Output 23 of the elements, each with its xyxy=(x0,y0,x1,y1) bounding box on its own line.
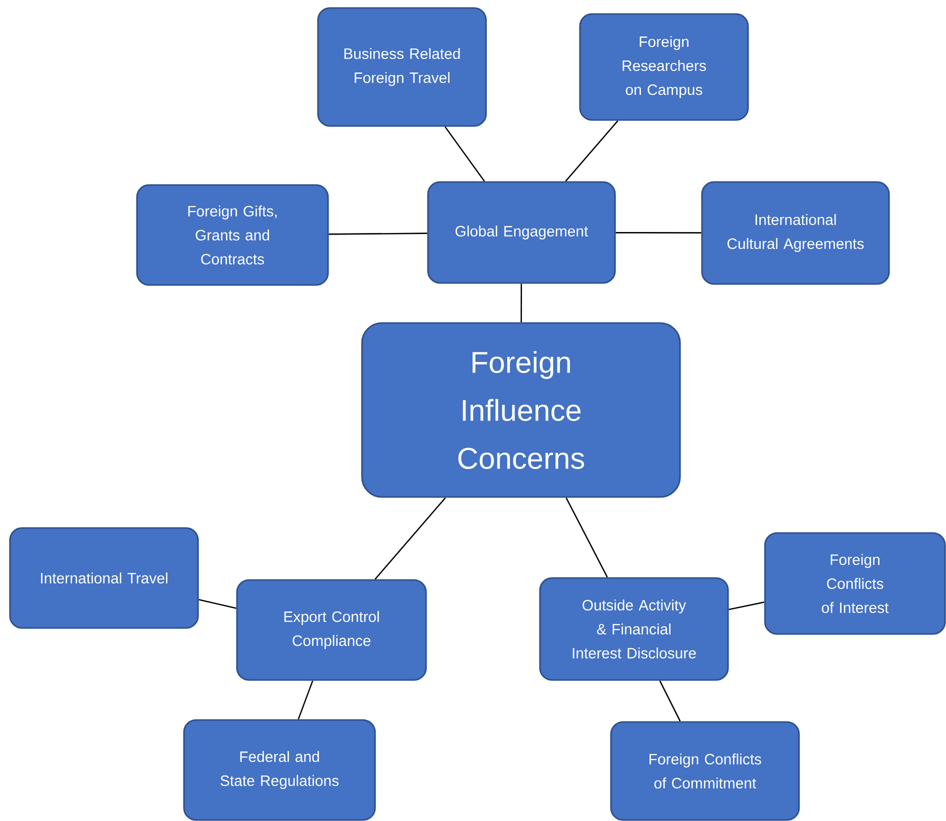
connector-line xyxy=(728,602,764,610)
topic-box: International Cultural Agreements xyxy=(701,181,890,285)
topic-box: Outside Activity & Financial Interest Disclosure xyxy=(539,577,729,681)
topic-box: Foreign Conflicts of Commitment xyxy=(610,721,800,821)
topic-box: Federal and State Regulations xyxy=(183,719,376,821)
topic-box: Foreign Researchers on Campus xyxy=(579,13,749,121)
connector-line xyxy=(616,232,702,234)
connector-line xyxy=(198,599,236,609)
connector-line xyxy=(659,680,681,722)
topic-box: International Travel xyxy=(9,527,199,629)
topic-box: Global Engagement xyxy=(427,181,616,284)
connector-line xyxy=(520,284,522,322)
topic-box: Foreign Gifts, Grants and Contracts xyxy=(136,184,329,286)
topic-box: Foreign Conflicts of Interest xyxy=(764,532,946,635)
connector-line xyxy=(374,497,446,580)
connector-line xyxy=(566,498,608,578)
central-topic-box: Foreign Influence Concerns xyxy=(361,322,681,498)
connector-line xyxy=(298,680,314,720)
connector-line xyxy=(328,232,428,235)
connector-line xyxy=(565,120,618,182)
topic-box: Export Control Compliance xyxy=(236,579,427,681)
topic-box: Business Related Foreign Travel xyxy=(317,7,487,127)
connector-line xyxy=(444,126,485,182)
